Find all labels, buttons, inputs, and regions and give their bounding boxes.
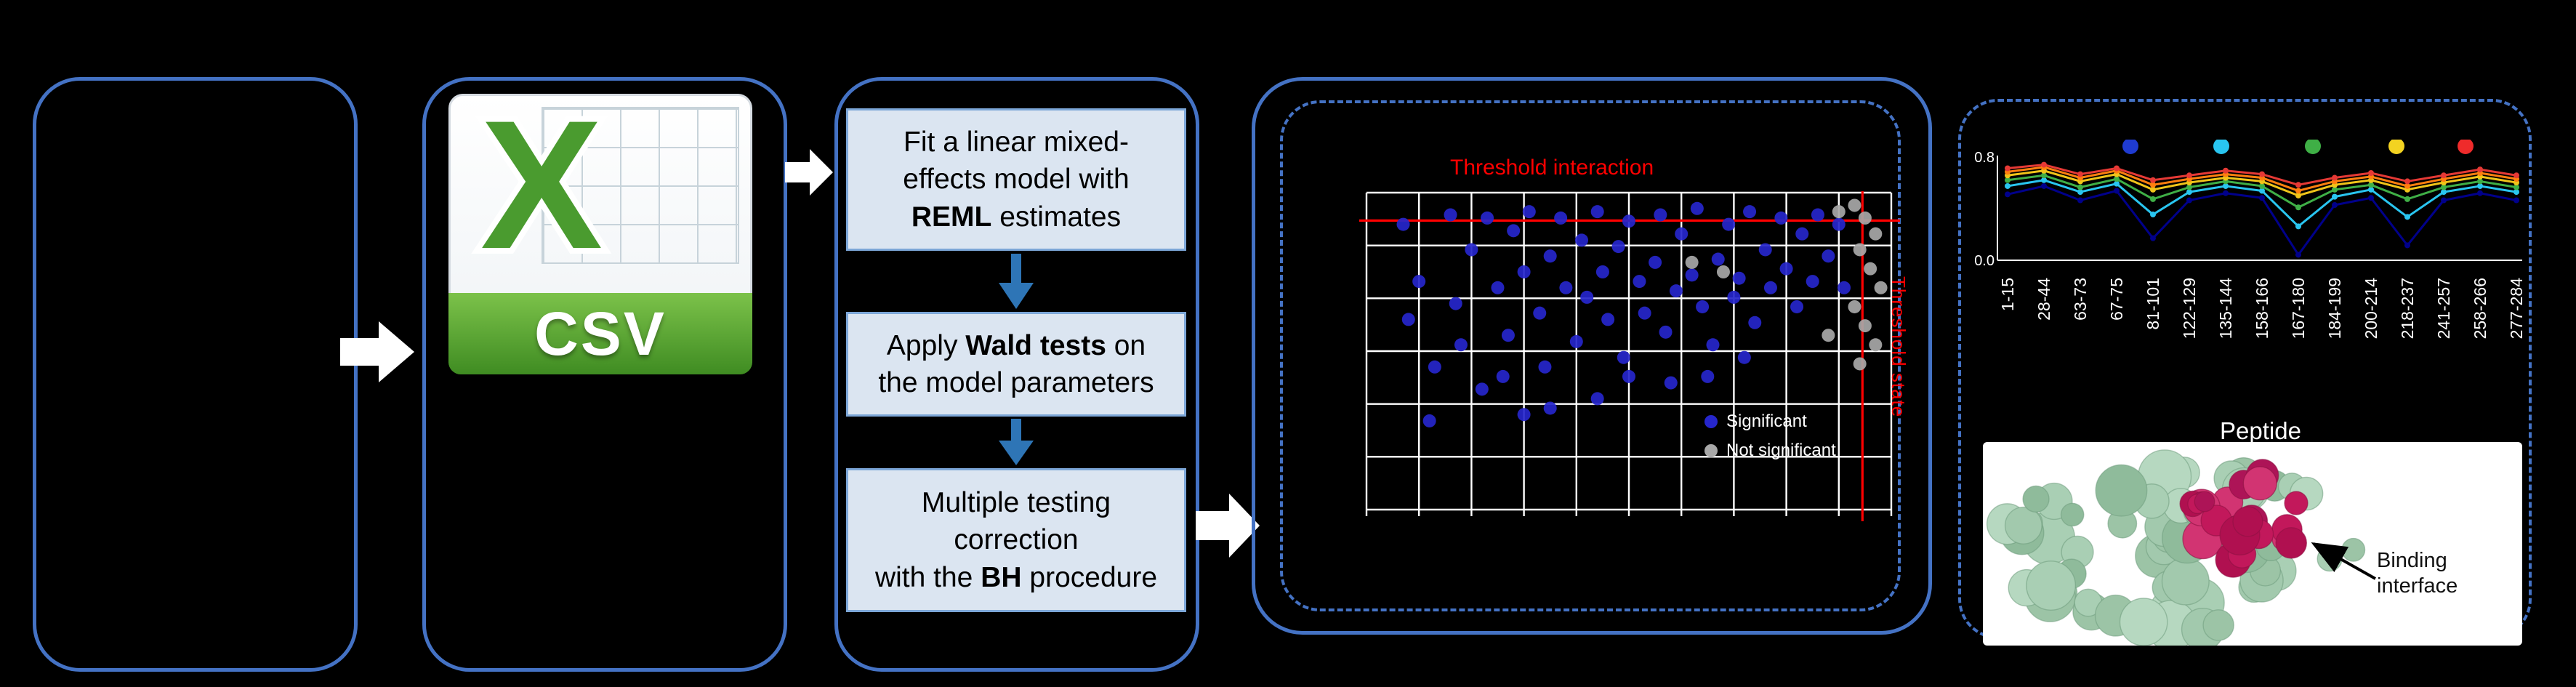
spreadsheet-grid-icon	[542, 107, 739, 264]
y-tick-label: 0.0	[1974, 253, 1995, 269]
threshold-interaction-label: Threshold interaction	[1450, 156, 1654, 180]
peptide-axis-label: 167-180	[2289, 278, 2308, 340]
binding-interface-caption: Binding interface	[2377, 548, 2458, 600]
significant-dot-icon	[1704, 415, 1718, 428]
protein-structure-image: Binding interface	[1983, 442, 2522, 646]
scatter-output-inner-frame	[1280, 100, 1901, 611]
peptide-axis-label: 63-73	[2071, 278, 2090, 321]
csv-panel	[422, 77, 787, 672]
y-tick-label: 0.8	[1974, 150, 1995, 166]
csv-file-icon: X CSV	[448, 91, 752, 374]
nonsignificant-dot-icon	[1704, 444, 1718, 457]
peptide-axis-label: 122-129	[2180, 278, 2199, 340]
peptide-axis-label: 67-75	[2107, 278, 2126, 321]
peptide-axis-label: 241-257	[2434, 278, 2453, 340]
caption-line: interface	[2377, 574, 2458, 598]
flow-arrow-icon	[785, 149, 833, 196]
down-arrow-icon	[999, 419, 1034, 465]
legend-item: Not significant	[1704, 441, 1836, 461]
excel-x-icon: X	[475, 91, 608, 293]
peptide-axis-label: 135-144	[2216, 278, 2235, 340]
csv-banner: CSV	[448, 293, 752, 374]
protein-surface-render	[1986, 449, 2376, 646]
peptide-axis-title: Peptide	[2220, 417, 2301, 444]
legend-label: Significant	[1726, 411, 1807, 431]
peptide-axis-label: 28-44	[2034, 278, 2053, 321]
scatter-output-panel	[1252, 77, 1932, 635]
scatter-plot	[1359, 191, 1900, 521]
legend-label: Not significant	[1726, 441, 1836, 460]
peptide-axis-label: 277-284	[2507, 278, 2526, 340]
peptide-axis-label: 1-15	[1998, 278, 2017, 312]
legend-item: Significant	[1704, 411, 1836, 432]
uptake-line-chart	[1997, 140, 2522, 261]
csv-label: CSV	[534, 299, 667, 368]
flow-arrow-icon	[340, 321, 414, 382]
peptide-axis-label: 218-237	[2398, 278, 2417, 340]
caption-line: Binding	[2377, 549, 2447, 572]
flow-arrow-icon	[1196, 494, 1260, 558]
peptide-axis-label: 184-199	[2325, 278, 2344, 340]
peptide-axis-label: 158-166	[2253, 278, 2271, 340]
scatter-legend: Significant Not significant	[1704, 411, 1836, 470]
input-panel	[33, 77, 358, 672]
threshold-state-label: Threshold state	[1888, 276, 1909, 418]
excel-x-letter: X	[480, 91, 603, 287]
peptide-axis-label: 258-266	[2471, 278, 2490, 340]
stats-panel	[834, 77, 1199, 672]
peptide-axis-label: 81-101	[2144, 278, 2162, 330]
peptide-axis-label: 200-214	[2362, 278, 2380, 340]
down-arrow-icon	[999, 254, 1034, 309]
